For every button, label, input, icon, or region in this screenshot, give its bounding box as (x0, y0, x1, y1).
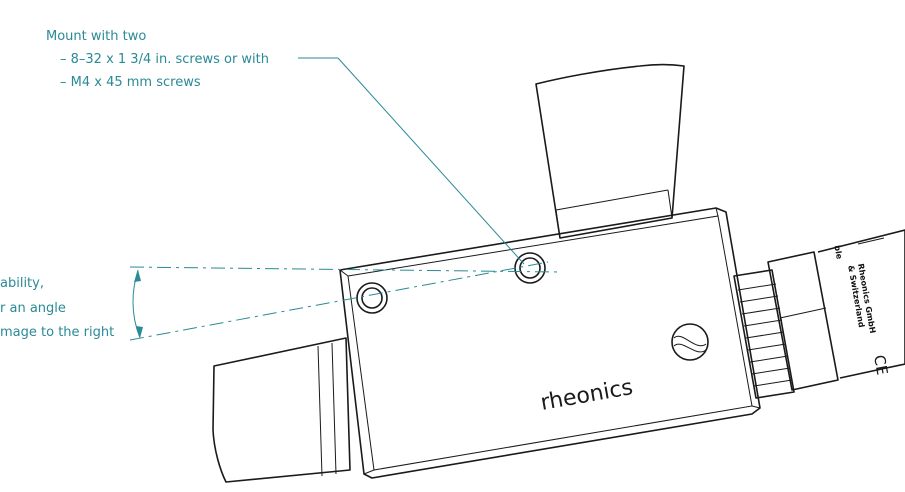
angle-callout-line3: mage to the right (0, 325, 114, 340)
mount-callout: Mount with two – 8–32 x 1 3/4 in. screws… (46, 29, 269, 90)
electronics-housing (817, 229, 905, 379)
lower-left-pipe (212, 337, 351, 483)
mounting-hole-left (356, 282, 388, 314)
angle-callout-line1: ability, (0, 276, 44, 291)
screw-icon (671, 323, 709, 361)
angle-callout-line2: r an angle (0, 301, 66, 316)
device-label: Rheonics GmbH & Switzerland ble (833, 245, 878, 335)
ce-mark: CE (870, 354, 891, 377)
mount-callout-line2: – 8–32 x 1 3/4 in. screws or with (60, 52, 269, 67)
threaded-connector (733, 251, 839, 399)
angle-dimension (132, 269, 143, 339)
mount-leader-line (298, 57, 525, 265)
upper-pipe (535, 63, 685, 239)
mount-callout-line3: – M4 x 45 mm screws (60, 75, 201, 90)
mount-callout-line1: Mount with two (46, 29, 146, 44)
mounting-hole-right (514, 252, 546, 284)
angle-callout: ability, r an angle mage to the right (0, 276, 114, 340)
brand-logo-text: rheonics (539, 375, 635, 416)
sensor-housing (339, 207, 761, 479)
center-lines (129, 261, 561, 341)
label-extra: ble (833, 245, 844, 261)
